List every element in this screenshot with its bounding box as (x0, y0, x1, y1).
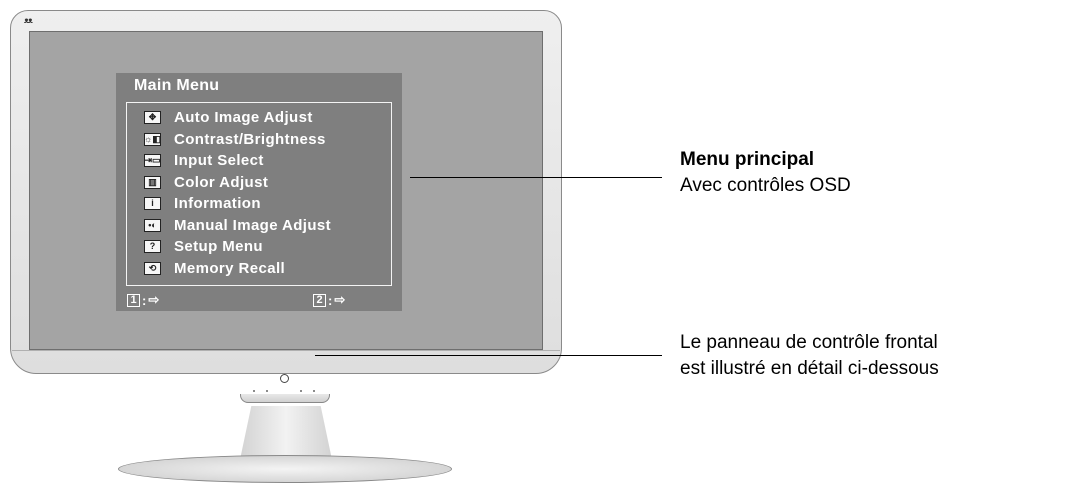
osd-item-label: Color Adjust (174, 173, 269, 191)
auto-adjust-icon: ✥ (144, 111, 161, 125)
front-panel-callout-line (315, 355, 662, 356)
key-1-label: 1 (127, 293, 140, 307)
osd-item-label: Information (174, 195, 261, 213)
memory-recall-icon: ⟲ (144, 261, 161, 275)
bezel-divider (12, 350, 560, 351)
osd-menu-list: ✥ Auto Image Adjust ☼◧ Contrast/Brightne… (126, 102, 392, 286)
control-button-dot[interactable] (313, 390, 315, 392)
osd-item-auto-image-adjust[interactable]: ✥ Auto Image Adjust (127, 107, 391, 129)
osd-item-label: Setup Menu (174, 238, 263, 256)
osd-item-setup-menu[interactable]: ? Setup Menu (127, 236, 391, 258)
stand-base (118, 455, 452, 483)
osd-item-memory-recall[interactable]: ⟲ Memory Recall (127, 258, 391, 280)
osd-title: Main Menu (134, 77, 220, 94)
input-select-icon: ⇥▭ (144, 154, 161, 168)
osd-item-label: Contrast/Brightness (174, 130, 326, 148)
osd-item-contrast-brightness[interactable]: ☼◧ Contrast/Brightness (127, 129, 391, 151)
main-menu-callout-title: Menu principal (680, 149, 815, 170)
power-button[interactable] (280, 374, 289, 383)
key-separator: : (328, 292, 333, 308)
front-panel-callout-line2: est illustré en détail ci-dessous (680, 358, 939, 379)
manual-adjust-icon: •◐ (144, 218, 161, 232)
setup-menu-icon: ? (144, 240, 161, 254)
osd-item-label: Auto Image Adjust (174, 109, 313, 127)
osd-main-menu: Main Menu ✥ Auto Image Adjust ☼◧ Contras… (116, 73, 402, 311)
exit-icon: ⇨ (148, 292, 160, 307)
control-button-dot[interactable] (253, 390, 255, 392)
osd-footer-key-1[interactable]: 1 : ⇨ (127, 292, 159, 308)
control-button-dot[interactable] (266, 390, 268, 392)
key-separator: : (142, 292, 147, 308)
osd-item-label: Memory Recall (174, 259, 286, 277)
osd-item-label: Input Select (174, 152, 264, 170)
osd-item-label: Manual Image Adjust (174, 216, 332, 234)
osd-footer-key-2[interactable]: 2 : ⇨ (313, 292, 345, 308)
osd-item-manual-image-adjust[interactable]: •◐ Manual Image Adjust (127, 215, 391, 237)
main-menu-callout-desc: Avec contrôles OSD (680, 175, 851, 196)
color-adjust-icon: ▥ (144, 175, 161, 189)
main-menu-callout-line (410, 177, 662, 178)
front-control-panel (240, 394, 330, 403)
information-icon: i (144, 197, 161, 211)
front-panel-callout-line1: Le panneau de contrôle frontal (680, 332, 938, 353)
enter-icon: ⇨ (334, 292, 346, 307)
osd-item-input-select[interactable]: ⇥▭ Input Select (127, 150, 391, 172)
brand-logo: ᴥᴥ (24, 16, 33, 25)
key-2-label: 2 (313, 293, 326, 307)
osd-item-color-adjust[interactable]: ▥ Color Adjust (127, 172, 391, 194)
contrast-brightness-icon: ☼◧ (144, 132, 161, 146)
osd-item-information[interactable]: i Information (127, 193, 391, 215)
control-button-dot[interactable] (300, 390, 302, 392)
